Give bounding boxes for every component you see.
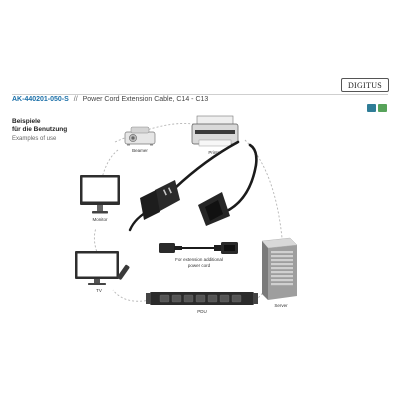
- label-tv: TV: [96, 288, 102, 293]
- header-row: AK-440201-050-S // Power Cord Extension …: [12, 96, 208, 103]
- connection-arc: [93, 122, 283, 304]
- product-sku: AK-440201-050-S: [12, 96, 69, 103]
- section-title-en: Examples of use: [12, 136, 57, 142]
- product-subtitle: Power Cord Extension Cable, C14 - C13: [82, 96, 209, 103]
- label-monitor: Monitor: [92, 217, 108, 222]
- label-server: Server: [274, 303, 288, 308]
- label-printer: Printer: [208, 150, 222, 155]
- label-extension-note-line2: power cord: [187, 262, 211, 268]
- remote-icon: [117, 264, 130, 280]
- pdu-icon: [146, 292, 258, 305]
- header-divider: [12, 94, 388, 95]
- additional-cable-icon: [159, 242, 238, 254]
- monitor-icon: [80, 175, 120, 214]
- label-pdu: PDU: [197, 309, 207, 314]
- printer-icon: [191, 115, 239, 147]
- digitus-logo: DIGITUS: [341, 78, 389, 92]
- tv-icon: [75, 251, 119, 285]
- beamer-icon: [124, 126, 156, 146]
- section-title-de: Beispiele für die Benutzung: [12, 118, 67, 134]
- c14-plug-icon: [140, 180, 180, 220]
- label-extension-note-line1: For extension additional: [175, 257, 223, 262]
- label-beamer: Beamer: [132, 148, 148, 153]
- certification-badges: [367, 104, 387, 112]
- section-title-de-line2: für die Benutzung: [12, 126, 68, 133]
- certification-badge-icon: [367, 104, 376, 112]
- c13-connector-icon: [198, 192, 230, 226]
- header-separator: //: [73, 96, 78, 103]
- eco-badge-icon: [378, 104, 387, 112]
- section-title-de-line1: Beispiele: [12, 118, 41, 125]
- label-extension-note: For extension additional power cord: [175, 257, 223, 268]
- server-icon: [261, 237, 298, 300]
